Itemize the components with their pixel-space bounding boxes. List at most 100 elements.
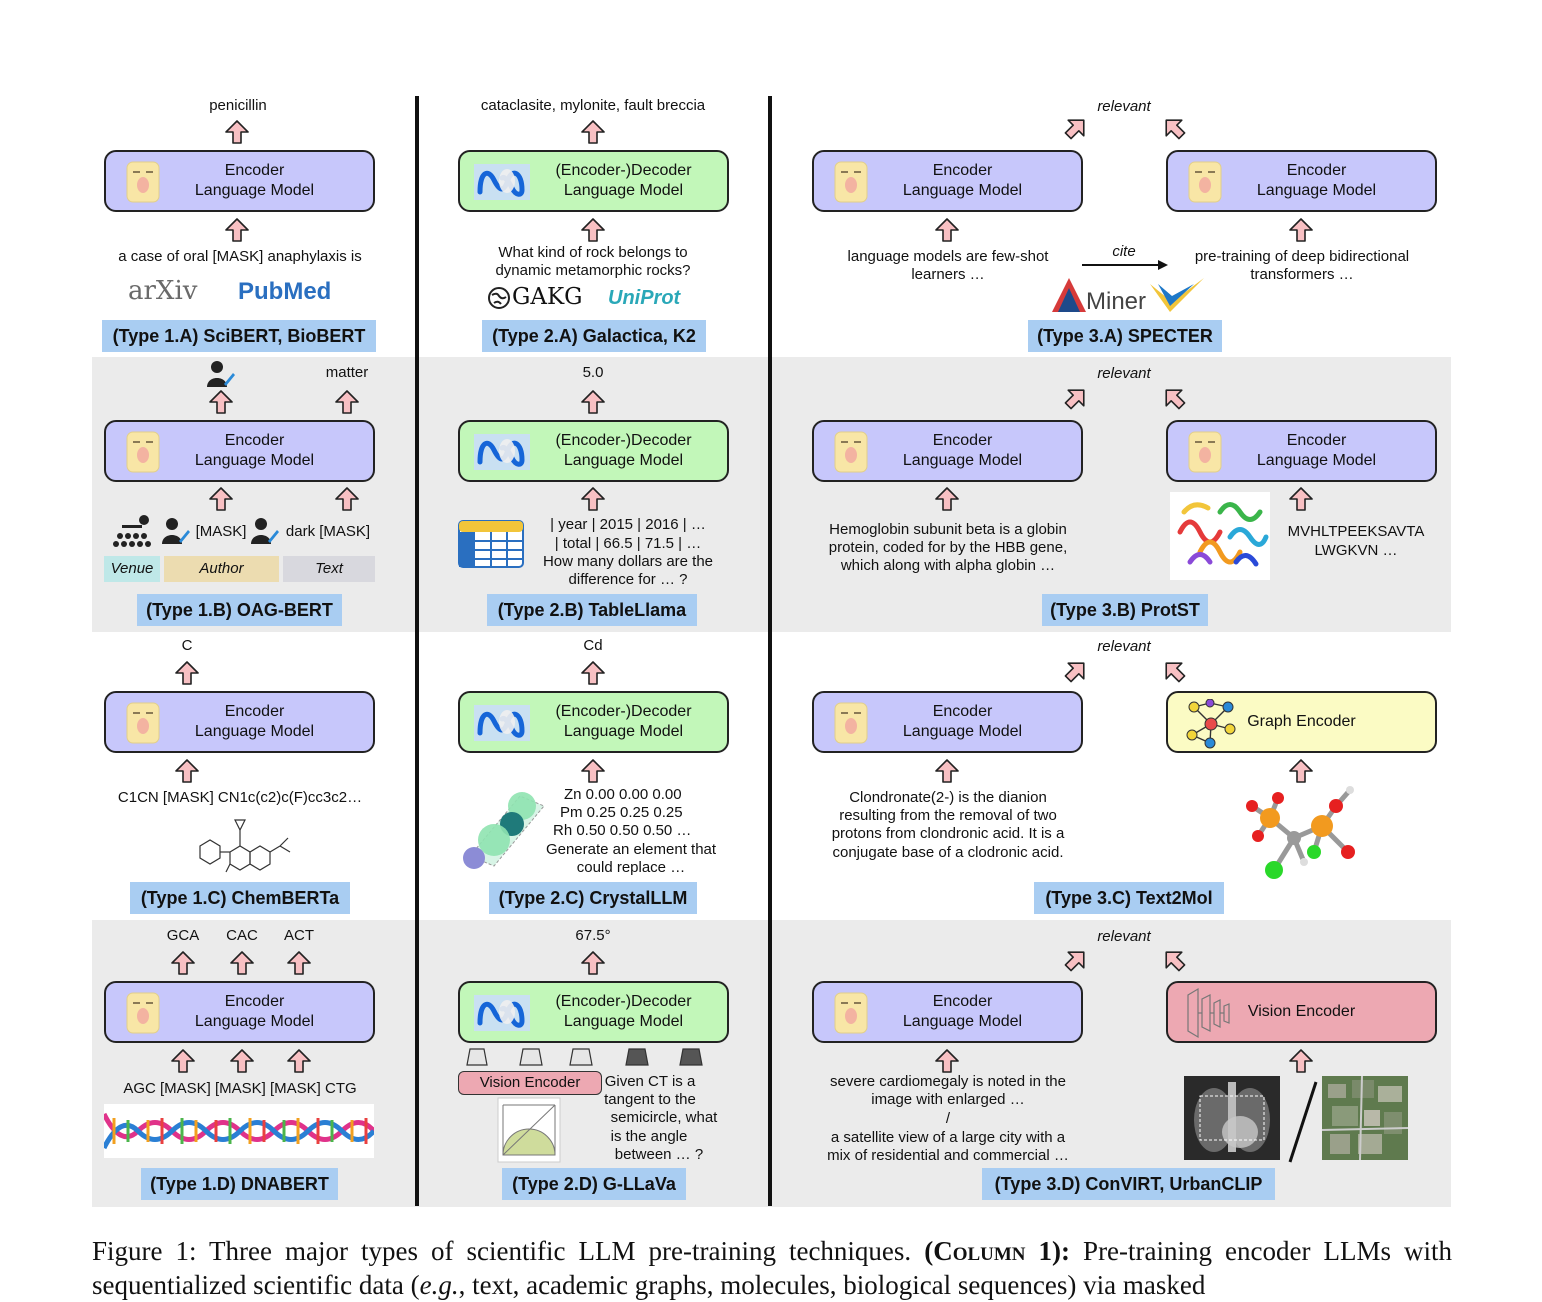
caption-text: Pre-training encoder LLMs with sequentia… (92, 1236, 1452, 1300)
molecule-text-line4: conjugate base of a clodronic acid. (832, 844, 1064, 861)
pubmed-logo: PubMed (238, 278, 332, 305)
output-text: C (181, 637, 193, 654)
up-arrow-icon (935, 218, 959, 242)
encoder-label-line1: Encoder (932, 703, 993, 720)
table-row-total: | total | 66.5 | 71.5 | … (554, 535, 702, 552)
question-line3: semicircle, what (610, 1109, 718, 1126)
bert-icon (1188, 431, 1222, 473)
bert-icon (834, 431, 868, 473)
output-text: cataclasite, mylonite, fault breccia (480, 97, 706, 114)
meta-llama-icon (474, 705, 530, 741)
decoder-label-line2: Language Model (563, 723, 684, 740)
decoder-label-line1: (Encoder-)Decoder (555, 162, 692, 179)
cnn-layers-icon (1187, 987, 1230, 1039)
crystal-row-zn: Zn 0.00 0.00 0.00 (564, 786, 682, 803)
molecule-structure-icon (199, 819, 291, 873)
encoder-label-line1: Encoder (1286, 432, 1347, 449)
question-line1: How many dollars are the (542, 553, 714, 570)
input-mask-text: [MASK] (195, 523, 247, 540)
crystal-row-rh: Rh 0.50 0.50 0.50 … (553, 822, 692, 839)
relevant-label: relevant (1097, 928, 1151, 945)
output-text: Cd (583, 637, 603, 654)
input-text-line1: What kind of rock belongs to (498, 244, 688, 261)
encoder-label-line2: Language Model (902, 723, 1023, 740)
diagonal-arrow-right-icon (1157, 111, 1191, 145)
up-arrow-icon (175, 661, 199, 685)
paper-text-left-line2: learners … (911, 266, 985, 283)
type-title: (Type 3.B) ProtST (1042, 594, 1208, 626)
relevant-label: relevant (1097, 365, 1151, 382)
bert-icon (834, 161, 868, 203)
paper-text-right-line2: transformers … (1250, 266, 1354, 283)
up-arrow-icon (581, 120, 605, 144)
figure-number: Figure 1: (92, 1236, 197, 1266)
encoder-label-line1: Encoder (224, 432, 285, 449)
meta-llama-icon (474, 164, 530, 200)
bert-icon (126, 702, 160, 744)
crystal-row-pm: Pm 0.25 0.25 0.25 (560, 804, 683, 821)
up-arrow-icon (287, 951, 311, 975)
aminer-logo-icon (1052, 278, 1086, 312)
up-arrow-icon (225, 120, 249, 144)
protein-structure-icon (1170, 492, 1270, 580)
up-arrow-icon (935, 759, 959, 783)
caption-text: , text, academic graphs, molecules, biol… (458, 1270, 1206, 1300)
up-arrow-icon (1289, 1049, 1313, 1073)
diagonal-arrow-left-icon (1059, 111, 1093, 145)
slash-separator-icon (1288, 1081, 1318, 1163)
encoder-label-line2: Language Model (194, 182, 315, 199)
type-title: (Type 2.B) TableLlama (487, 594, 697, 626)
up-arrow-icon (581, 661, 605, 685)
vision-encoder-label: Vision Encoder (1247, 1003, 1356, 1020)
cite-arrow-icon (1082, 260, 1168, 270)
output-text: 5.0 (582, 364, 604, 381)
up-arrow-icon (581, 218, 605, 242)
encoder-label-line2: Language Model (902, 182, 1023, 199)
molecule-text-line1: Clondronate(2-) is the dianion (849, 789, 1047, 806)
vision-encoder-small-box: Vision Encoder (458, 1071, 602, 1095)
question-line1: Given CT is a (604, 1073, 696, 1090)
decoder-label-line1: (Encoder-)Decoder (555, 993, 692, 1010)
caption-text-line2: image with enlarged … (871, 1091, 1025, 1108)
input-text: dark [MASK] (285, 523, 371, 540)
up-arrow-icon (335, 390, 359, 414)
up-arrow-icon (335, 487, 359, 511)
table-row-year: | year | 2015 | 2016 | … (550, 516, 706, 533)
question-line2: could replace … (576, 859, 686, 876)
chest-xray-image (1184, 1076, 1280, 1160)
bert-icon (834, 702, 868, 744)
graph-network-icon (1186, 699, 1236, 749)
encoder-label-line2: Language Model (902, 452, 1023, 469)
protein-text-line2: protein, coded for by the HBB gene, (828, 539, 1068, 556)
encoder-label-line2: Language Model (1256, 182, 1377, 199)
encoder-label-line1: Encoder (932, 432, 993, 449)
encoder-label-line1: Encoder (224, 703, 285, 720)
decoder-label-line2: Language Model (563, 182, 684, 199)
up-arrow-icon (171, 1049, 195, 1073)
cite-label: cite (1112, 243, 1136, 260)
question-line2: tangent to the (604, 1091, 696, 1108)
venue-tag: Venue (104, 556, 160, 582)
geometry-diagram-icon (497, 1097, 561, 1163)
globe-icon (488, 287, 510, 309)
paper-text-right-line1: pre-training of deep bidirectional (1194, 248, 1410, 265)
relevant-label: relevant (1097, 638, 1151, 655)
output-text: matter (325, 364, 369, 381)
gakg-logo: GAKG (512, 284, 583, 310)
up-arrow-icon (935, 1049, 959, 1073)
text-tag: Text (283, 556, 375, 582)
satellite-image (1322, 1076, 1408, 1160)
encoder-label-line1: Encoder (932, 162, 993, 179)
column-separator-2 (768, 96, 772, 1206)
meta-llama-icon (474, 995, 530, 1031)
up-arrow-icon (581, 390, 605, 414)
molecule-text-line3: protons from clondronic acid. It is a (831, 825, 1065, 842)
